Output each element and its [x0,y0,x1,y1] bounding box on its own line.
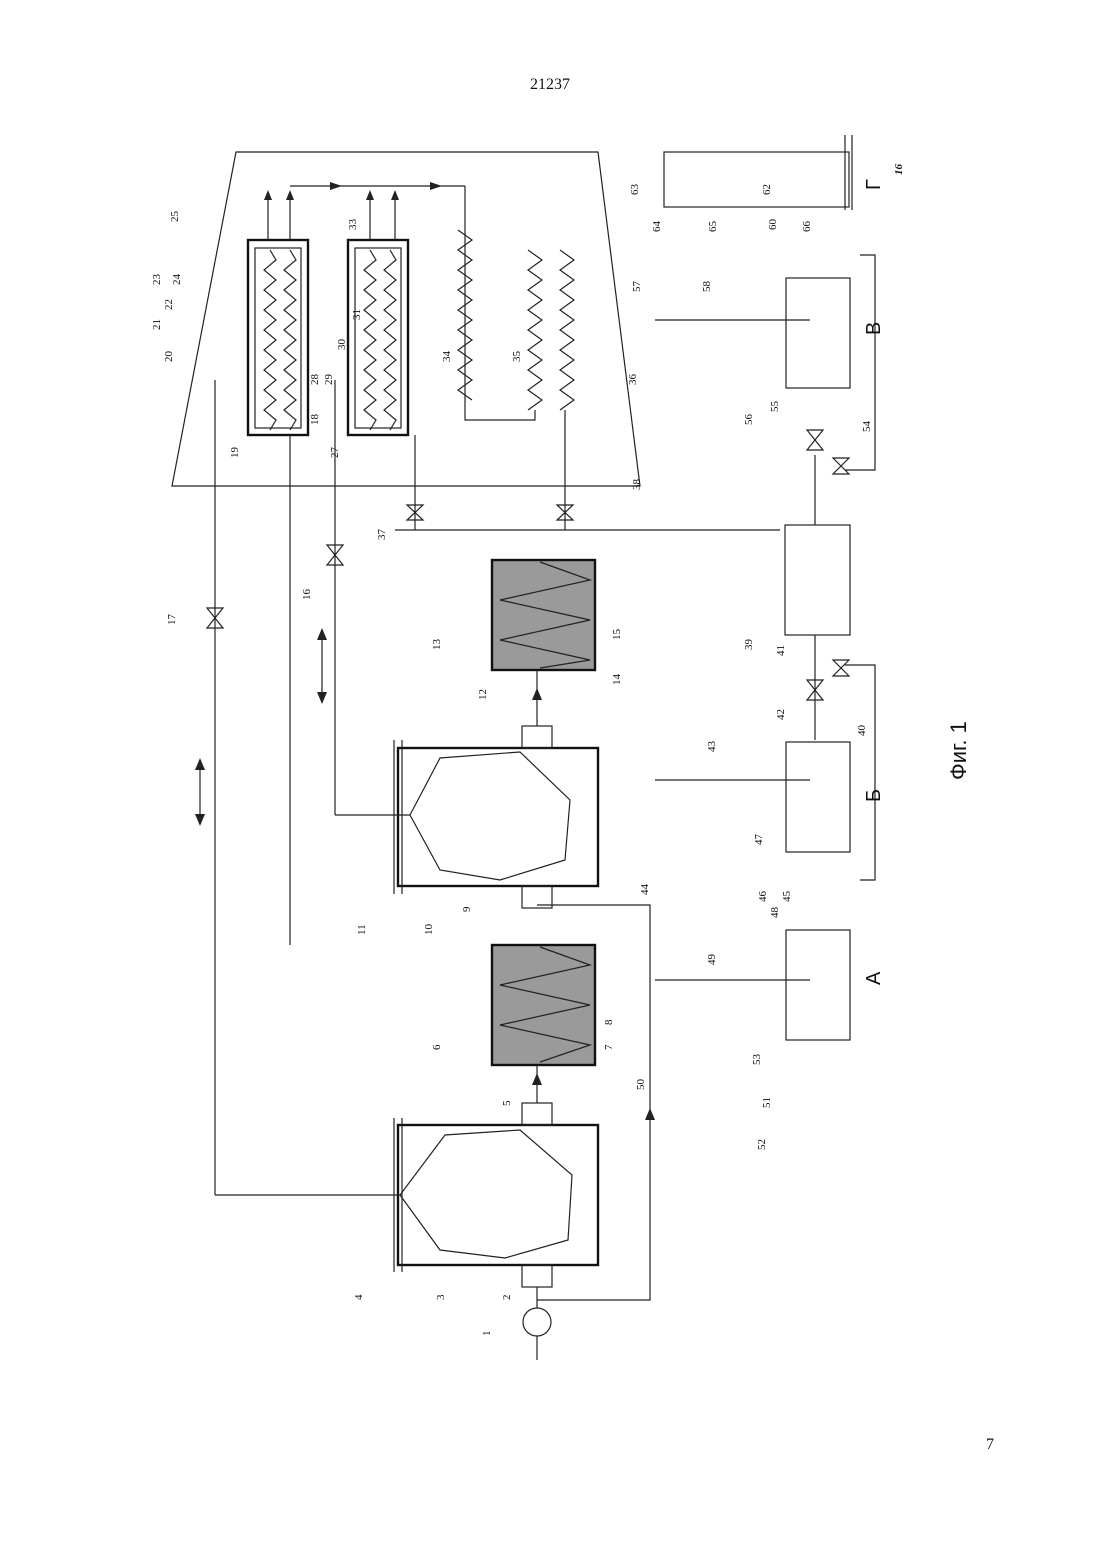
column-g [664,152,849,207]
ref-40: 40 [856,725,868,737]
vessel-6 [492,945,595,1065]
ref-20: 20 [163,351,175,363]
tank-b [786,742,850,852]
letter-g: Г [863,179,885,190]
ref-22: 22 [163,299,175,310]
ref-44: 44 [639,884,651,896]
ref-48: 48 [769,907,781,919]
ref-17: 17 [166,614,178,626]
ref-36: 36 [627,374,639,386]
ref-50: 50 [635,1079,647,1091]
letter-b: Б [863,789,885,802]
ref-12: 12 [477,689,489,700]
pump-1 [523,1308,551,1336]
ref-29: 29 [323,374,335,386]
ref-35: 35 [511,351,523,363]
ref-10: 10 [423,924,435,936]
ref-53: 53 [751,1054,763,1066]
side-mark: 16 [893,164,905,176]
ref-65: 65 [707,221,719,233]
ref-47: 47 [753,834,765,846]
figure-caption: Фиг. 1 [946,721,971,780]
separator-39 [785,525,850,635]
reactor-3 [398,1125,598,1265]
ref-63: 63 [629,184,641,196]
tank-v [786,278,850,388]
ref-21: 21 [151,319,163,330]
heat-exchanger-27 [348,240,408,435]
ref-62: 62 [761,184,773,195]
ref-11: 11 [356,924,368,935]
ref-19: 19 [229,447,241,459]
page-number: 7 [986,1436,994,1454]
ref-52: 52 [756,1139,768,1150]
heat-exchanger-19 [248,240,308,435]
ref-27: 27 [329,447,341,459]
ref-4: 4 [353,1294,365,1300]
section-letters: А Б В Г 16 Фиг. 1 [863,164,971,986]
ref-13: 13 [431,639,443,651]
letter-v: В [863,322,885,335]
ref-58: 58 [701,281,713,293]
ref-57: 57 [631,281,643,293]
ref-56: 56 [743,414,755,426]
ref-16: 16 [301,589,313,601]
ref-45: 45 [781,891,793,903]
ref-14: 14 [611,674,623,686]
figure-drawing [172,135,875,1360]
ref-38: 38 [631,479,643,491]
ref-37: 37 [376,529,388,541]
ref-5: 5 [501,1100,513,1106]
ref-60: 60 [767,219,779,231]
ref-2: 2 [501,1295,513,1301]
ref-23: 23 [151,274,163,286]
ref-30: 30 [336,339,348,351]
ref-46: 46 [757,891,769,903]
ref-8: 8 [603,1019,615,1025]
ref-28: 28 [309,374,321,386]
ref-6: 6 [431,1044,443,1050]
ref-55: 55 [769,401,781,413]
ref-31: 31 [351,309,363,320]
reference-numerals: 1 2 3 4 5 6 7 8 9 10 11 12 13 14 15 16 1… [151,184,873,1337]
ref-54: 54 [861,421,873,433]
ref-24: 24 [171,274,183,286]
ref-66: 66 [801,221,813,233]
ref-49: 49 [706,954,718,966]
ref-51: 51 [761,1097,773,1108]
ref-39: 39 [743,639,755,651]
ref-18: 18 [309,414,321,426]
ref-33: 33 [347,219,359,231]
letter-a: А [863,971,885,985]
ref-64: 64 [651,221,663,233]
ref-1: 1 [481,1331,493,1337]
ref-15: 15 [611,629,623,641]
tank-a [786,930,850,1040]
ref-43: 43 [706,741,718,753]
ref-41: 41 [775,645,787,656]
ref-9: 9 [461,906,473,912]
ref-7: 7 [603,1044,615,1050]
ref-42: 42 [775,709,787,720]
ref-25: 25 [169,211,181,223]
ref-3: 3 [435,1294,447,1300]
ref-34: 34 [441,351,453,363]
